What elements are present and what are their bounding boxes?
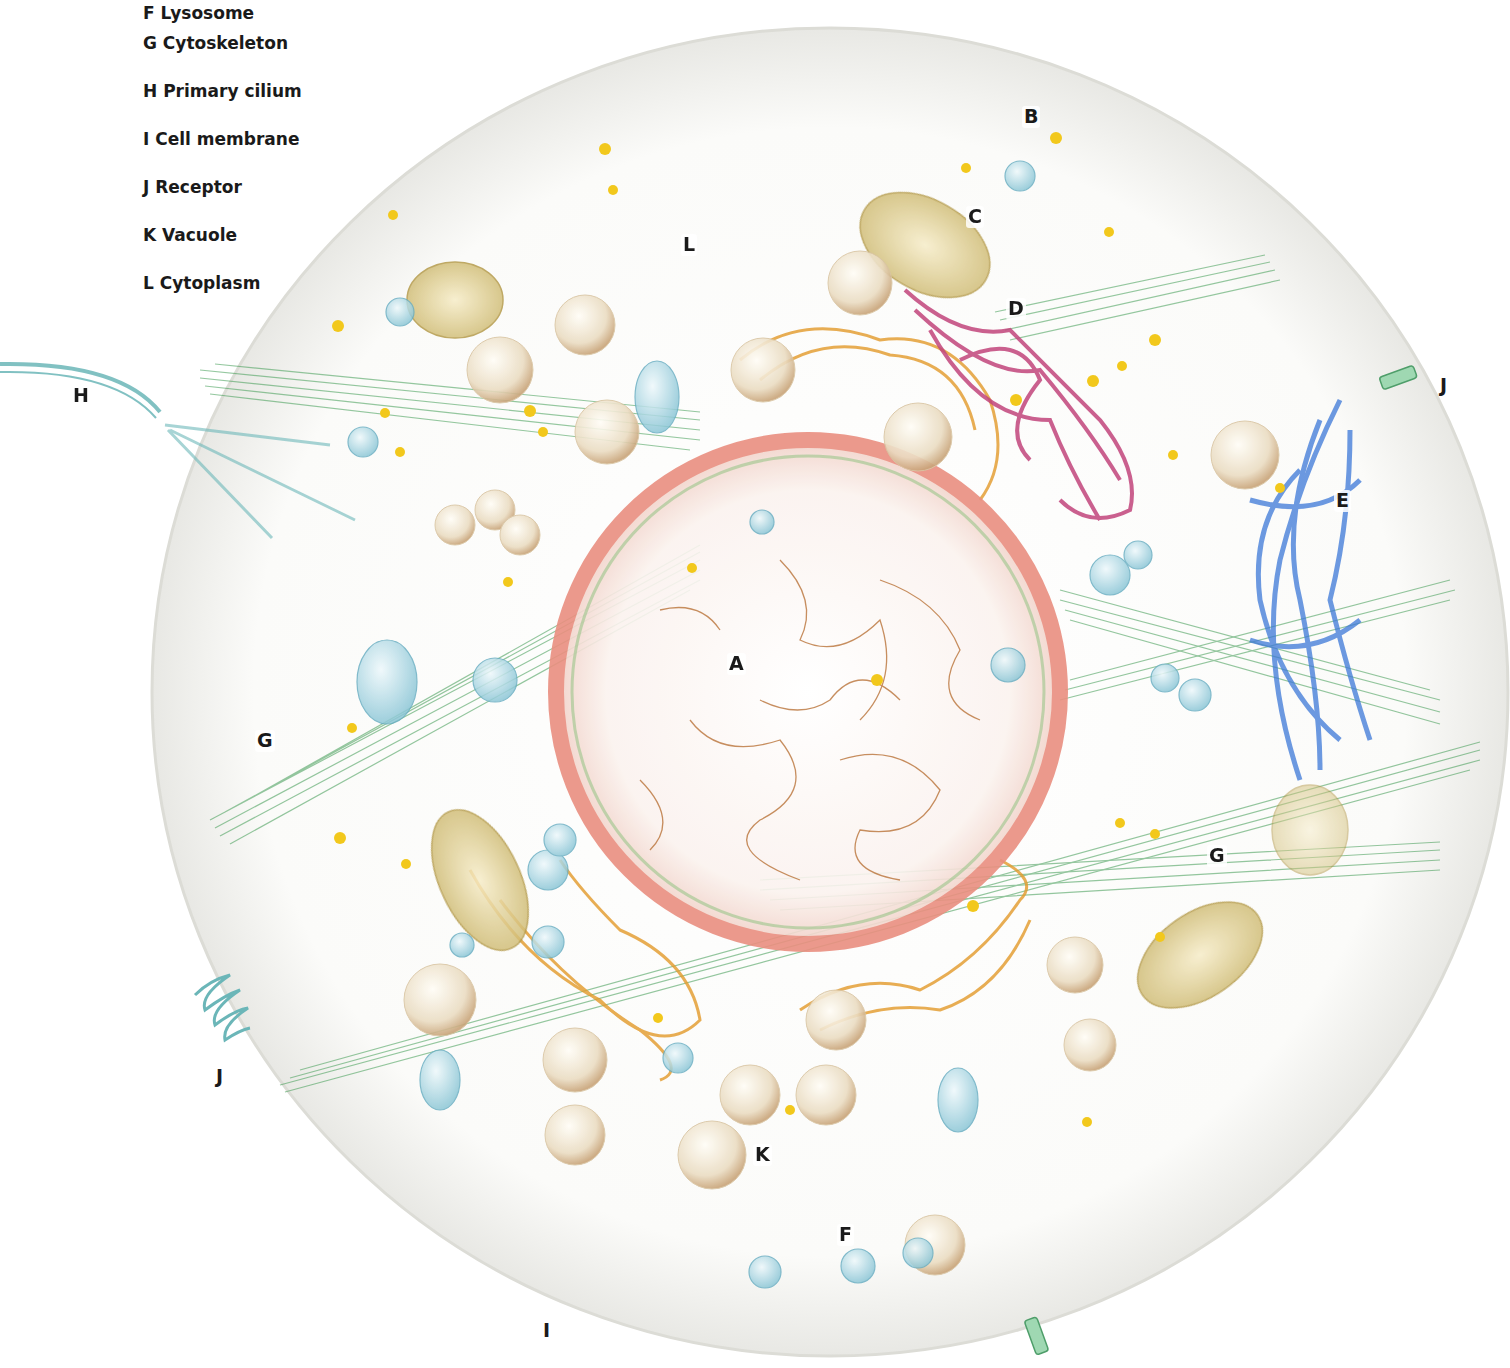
key-entry: K Vacuole [143, 226, 237, 246]
callout-letter: G [255, 730, 275, 752]
callout-letter: C [966, 206, 984, 228]
callout-letter: B [1022, 106, 1040, 128]
key-entry: F Lysosome [143, 4, 254, 24]
callout-letter: K [753, 1144, 772, 1166]
callout-letter: D [1006, 298, 1026, 320]
callout-letter: I [541, 1320, 552, 1342]
callout-letter: F [837, 1224, 854, 1246]
callout-letter: A [727, 653, 746, 675]
key-entry: H Primary cilium [143, 82, 302, 102]
callout-letter: H [71, 385, 91, 407]
callout-letter: J [214, 1066, 225, 1088]
key-entry: I Cell membrane [143, 130, 299, 150]
key-entry: J Receptor [143, 178, 242, 198]
callout-letter: L [681, 234, 697, 256]
key-entry: G Cytoskeleton [143, 34, 288, 54]
key-entry: L Cytoplasm [143, 274, 260, 294]
callout-letter: J [1438, 375, 1449, 397]
callout-letter: G [1207, 845, 1227, 867]
callout-letter: E [1334, 490, 1351, 512]
